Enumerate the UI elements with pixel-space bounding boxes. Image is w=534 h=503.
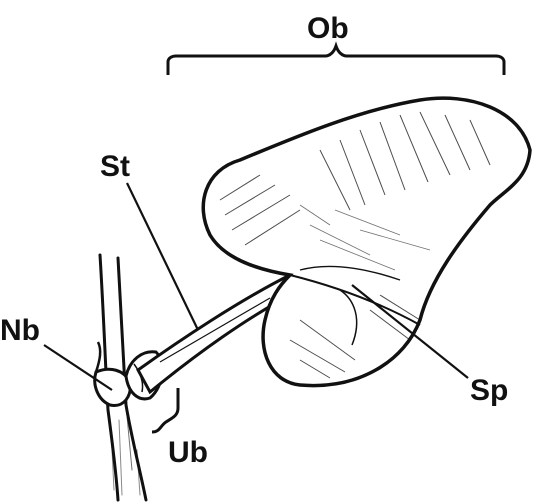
st-label: St [100,150,130,183]
ob-bracket [168,46,504,75]
nb-leader [44,345,112,390]
st-leader [127,183,198,330]
ub-label: Ub [168,436,208,469]
ub-bracket [152,388,178,432]
sp-label: Sp [470,374,508,407]
leaf-blade [203,98,530,385]
lower-bud [95,342,131,405]
ob-label: Ob [307,12,349,45]
nb-label: Nb [0,314,40,347]
